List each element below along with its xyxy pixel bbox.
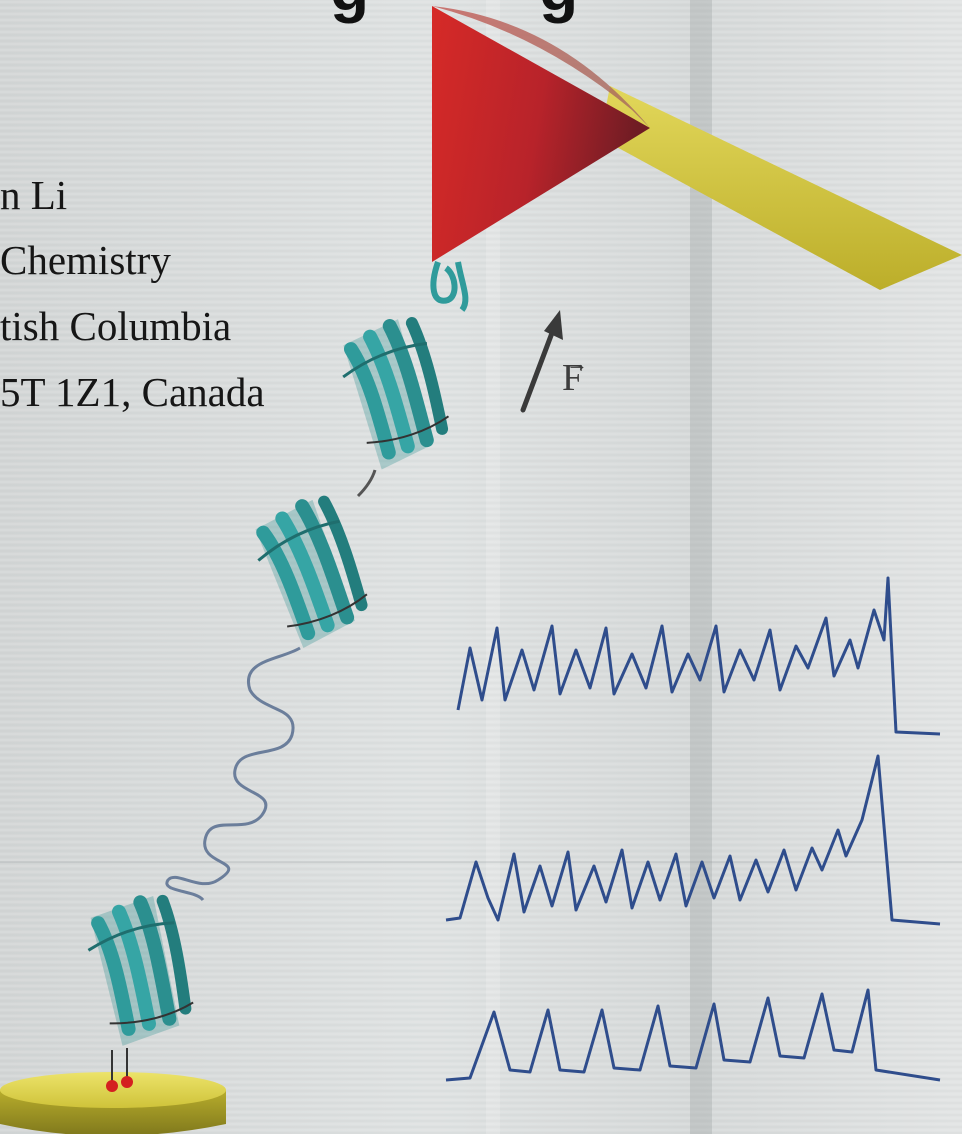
protein-domain-middle <box>255 495 368 649</box>
protein-domain-bottom <box>87 894 194 1046</box>
force-vector-arrow-mark: → <box>566 351 588 376</box>
force-trace-2 <box>445 754 941 926</box>
unfolded-linker <box>165 646 301 902</box>
tip-attachment-loop <box>430 261 458 304</box>
force-label: → F <box>562 351 588 399</box>
department: Chemistry <box>0 237 171 283</box>
force-symbol: F <box>562 357 584 399</box>
title-fragment: g g <box>330 0 579 20</box>
attachment-points <box>106 1048 133 1092</box>
linker-1-2 <box>356 469 377 498</box>
force-trace-3 <box>445 988 941 1082</box>
protein-domain-top <box>342 317 450 470</box>
background-light-band <box>486 0 500 1134</box>
university: tish Columbia <box>0 303 232 349</box>
address: 5T 1Z1, Canada <box>0 369 265 415</box>
cantilever-beam <box>600 86 962 290</box>
background-vertical-band <box>690 0 712 1134</box>
force-arrow <box>520 310 563 413</box>
cantilever-tip <box>432 6 650 262</box>
tip-attachment-strand <box>455 261 469 312</box>
author-name: n Li <box>0 172 68 218</box>
force-trace-1 <box>456 576 941 736</box>
